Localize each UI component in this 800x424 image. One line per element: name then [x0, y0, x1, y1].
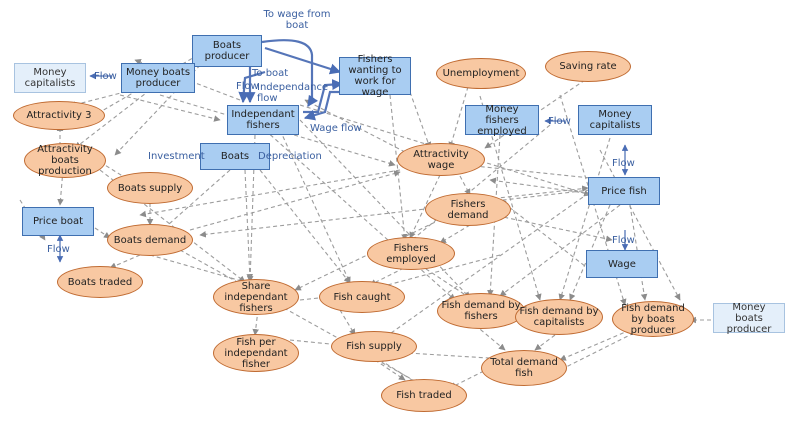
attractivity-3-node[interactable]: Attractivity 3 — [13, 101, 105, 130]
link — [299, 104, 591, 197]
flow-pipe — [303, 90, 340, 121]
boats-demand-node[interactable]: Boats demand — [107, 224, 193, 256]
link — [599, 149, 681, 301]
fish-demand-by-fishers-node[interactable]: Fish demand by fishers — [437, 293, 525, 329]
investment-label: Investment — [148, 151, 205, 162]
independant-fishers-stock[interactable]: Independant fishers — [227, 105, 299, 135]
price-fish-stock[interactable]: Price fish — [588, 177, 660, 205]
link — [374, 359, 406, 381]
boats-traded-node[interactable]: Boats traded — [57, 266, 143, 298]
link — [459, 175, 471, 196]
depreciation-label: Depreciation — [258, 151, 322, 162]
link — [244, 169, 254, 281]
to-wage-from-boat-label: To wage from boat — [263, 9, 331, 31]
boats-stock[interactable]: Boats — [200, 143, 270, 170]
money-boats-producer-stock[interactable]: Money boats producer — [121, 63, 195, 93]
boats-supply-node[interactable]: Boats supply — [107, 172, 193, 204]
fish-supply-node[interactable]: Fish supply — [331, 331, 417, 362]
link — [484, 79, 586, 149]
fishers-wanting-stock[interactable]: Fishers wanting to work for wage — [339, 54, 411, 98]
fish-demand-by-boats-producer-node[interactable]: Fish demand by boats producer — [612, 301, 694, 337]
link — [419, 264, 471, 299]
link — [109, 254, 141, 269]
link — [389, 94, 408, 241]
link — [289, 339, 341, 348]
fish-caught-node[interactable]: Fish caught — [319, 281, 405, 313]
price-boat-stock[interactable]: Price boat — [22, 207, 94, 236]
wage-stock[interactable]: Wage — [586, 250, 658, 278]
link — [439, 224, 471, 244]
flow-label-fishers-capitalists: Flow — [548, 116, 571, 127]
link — [74, 89, 151, 149]
unemployment-node[interactable]: Unemployment — [436, 58, 526, 89]
total-demand-fish-node[interactable]: Total demand fish — [481, 350, 567, 386]
link — [264, 129, 456, 301]
link — [379, 359, 421, 386]
link — [558, 137, 611, 301]
flow-pipe — [261, 39, 319, 107]
flow-pipe — [264, 46, 342, 75]
flow-label-wage: Flow — [612, 235, 635, 246]
flow-label-money: Flow — [94, 71, 117, 82]
link — [139, 169, 401, 218]
link — [279, 129, 351, 284]
attractivity-boats-production-node[interactable]: Attractivity boats production — [24, 143, 106, 178]
link — [149, 254, 246, 284]
link — [399, 124, 551, 251]
fishers-demand-node[interactable]: Fishers demand — [425, 193, 511, 226]
flow-label-mid: Flow — [236, 81, 259, 92]
fishers-employed-node[interactable]: Fishers employed — [367, 237, 455, 270]
link — [499, 199, 591, 271]
boats-producer-stock[interactable]: Boats producer — [192, 35, 262, 67]
link — [629, 204, 648, 301]
link — [559, 329, 641, 371]
attractivity-wage-node[interactable]: Attractivity wage — [397, 143, 485, 176]
link — [359, 184, 601, 356]
link — [119, 94, 221, 122]
flow-pipe — [238, 70, 266, 104]
fish-per-independant-fisher-node[interactable]: Fish per independant fisher — [213, 334, 299, 372]
money-capitalists-stock[interactable]: Money capitalists — [578, 105, 652, 135]
link — [299, 119, 471, 299]
link — [199, 189, 591, 238]
link — [534, 334, 556, 351]
money-boats-producer-cloud-right[interactable]: Money boats producer — [713, 302, 785, 335]
money-fishers-employed-stock[interactable]: Money fishers employed — [465, 104, 539, 137]
link — [409, 91, 432, 149]
link — [448, 79, 471, 149]
link — [489, 177, 601, 196]
independance-flow-label: Independance flow — [257, 82, 329, 104]
link — [189, 170, 401, 231]
share-independant-fishers-node[interactable]: Share independant fishers — [213, 279, 299, 315]
link — [259, 169, 351, 284]
link — [179, 249, 441, 396]
link — [339, 309, 356, 336]
flow-label-price-boat: Flow — [47, 244, 70, 255]
wage-flow-label: Wage flow — [310, 123, 362, 134]
to-boat-label: To boat — [252, 68, 289, 79]
link — [57, 169, 64, 206]
link — [559, 329, 631, 361]
link — [464, 162, 611, 181]
link — [159, 169, 231, 233]
flow-label-price-fish: Flow — [612, 158, 635, 169]
link — [409, 174, 441, 239]
fish-traded-node[interactable]: Fish traded — [381, 379, 467, 412]
fish-demand-by-capitalists-node[interactable]: Fish demand by capitalists — [515, 299, 603, 335]
money-capitalists-cloud-left[interactable]: Money capitalists — [14, 63, 86, 93]
saving-rate-node[interactable]: Saving rate — [545, 51, 631, 82]
